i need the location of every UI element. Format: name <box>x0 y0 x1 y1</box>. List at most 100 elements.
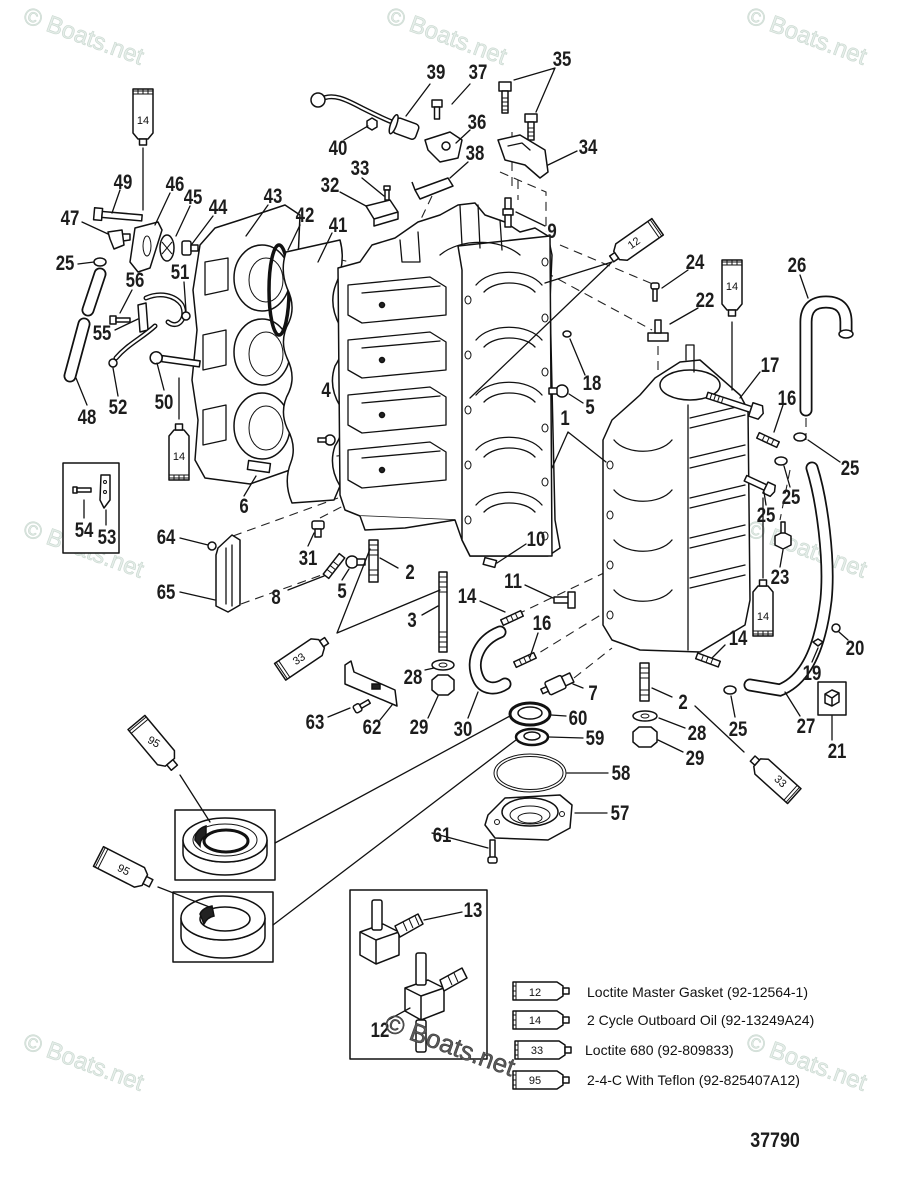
screw-head <box>650 282 660 290</box>
callout[interactable]: 31 <box>299 547 318 570</box>
callout[interactable]: 44 <box>209 196 228 219</box>
crankcase-rib <box>689 404 746 589</box>
callout[interactable]: 51 <box>171 261 190 284</box>
callout[interactable]: 37 <box>469 61 488 84</box>
callout[interactable]: 25 <box>757 504 776 527</box>
callout[interactable]: 47 <box>61 207 80 230</box>
bolt-head <box>762 481 776 498</box>
callout[interactable]: 57 <box>611 802 630 825</box>
callout[interactable]: 4 <box>321 379 331 402</box>
callout[interactable]: 19 <box>803 662 822 685</box>
callout[interactable]: 20 <box>846 637 865 660</box>
barb-ribs <box>402 915 420 932</box>
callout[interactable]: 21 <box>828 740 847 763</box>
callout[interactable]: 17 <box>761 354 780 377</box>
callout[interactable]: 41 <box>329 214 348 237</box>
callout[interactable]: 18 <box>583 372 602 395</box>
screw-63 <box>352 699 372 714</box>
callout[interactable]: 60 <box>569 707 588 730</box>
callout[interactable]: 61 <box>433 824 452 847</box>
callout[interactable]: 23 <box>771 566 790 589</box>
callout[interactable]: 5 <box>585 396 595 419</box>
head-gasket <box>282 239 344 504</box>
callout[interactable]: 12 <box>371 1019 390 1042</box>
callout[interactable]: 25 <box>841 457 860 480</box>
callout[interactable]: 26 <box>788 254 807 277</box>
elbow-barb <box>394 913 424 938</box>
callout[interactable]: 38 <box>466 142 485 165</box>
callout[interactable]: 59 <box>586 727 605 750</box>
callout[interactable]: 64 <box>157 526 176 549</box>
callout[interactable]: 49 <box>114 171 133 194</box>
callout[interactable]: 45 <box>184 186 203 209</box>
bolt-49 <box>92 207 143 222</box>
callout[interactable]: 40 <box>329 137 348 160</box>
callout[interactable]: 62 <box>363 716 382 739</box>
callout[interactable]: 5 <box>337 580 347 603</box>
callout[interactable]: 11 <box>504 570 522 593</box>
callout[interactable]: 24 <box>686 251 705 274</box>
callout[interactable]: 2 <box>678 691 687 714</box>
callout[interactable]: 28 <box>688 722 707 745</box>
callout[interactable]: 39 <box>427 61 446 84</box>
callout[interactable]: 10 <box>527 528 546 551</box>
bolt-35 <box>498 81 512 114</box>
callout[interactable]: 46 <box>166 173 185 196</box>
tube-body <box>512 981 564 1001</box>
clamp-25 <box>723 685 737 695</box>
callout[interactable]: 22 <box>696 289 715 312</box>
callout[interactable]: 28 <box>404 666 423 689</box>
callout[interactable]: 13 <box>464 899 483 922</box>
callout[interactable]: 6 <box>239 495 248 518</box>
callout[interactable]: 14 <box>458 585 477 608</box>
screw-shank <box>317 437 327 443</box>
callout[interactable]: 36 <box>468 111 487 134</box>
callout[interactable]: 42 <box>296 204 315 227</box>
callout[interactable]: 54 <box>75 519 94 542</box>
callout[interactable]: 29 <box>686 747 705 770</box>
callout[interactable]: 14 <box>729 627 748 650</box>
bolt-hole <box>541 257 549 267</box>
callout[interactable]: 25 <box>782 486 801 509</box>
callout[interactable]: 48 <box>78 406 97 429</box>
callout[interactable]: 27 <box>797 715 816 738</box>
callout[interactable]: 25 <box>56 252 75 275</box>
clip-51 <box>181 311 191 321</box>
plug-head <box>345 555 359 569</box>
callout[interactable]: 2 <box>405 561 414 584</box>
callout[interactable]: 35 <box>553 48 572 71</box>
port-hole <box>378 301 386 309</box>
callout[interactable]: 43 <box>264 185 283 208</box>
part-20 <box>831 623 841 633</box>
callout[interactable]: 56 <box>126 269 145 292</box>
tube-body <box>512 1010 564 1030</box>
stud-thread <box>369 544 378 576</box>
sensor-flange <box>388 114 399 135</box>
callouts: 39 37 35 36 34 40 38 33 32 9 49 46 45 44… <box>56 48 865 1042</box>
callout[interactable]: 7 <box>588 682 597 705</box>
callout[interactable]: 3 <box>407 609 416 632</box>
callout[interactable]: 65 <box>157 581 176 604</box>
callout[interactable]: 16 <box>778 387 797 410</box>
callout[interactable]: 34 <box>579 136 598 159</box>
callout[interactable]: 30 <box>454 718 473 741</box>
callout[interactable]: 50 <box>155 391 174 414</box>
callout[interactable]: 63 <box>306 711 325 734</box>
callout[interactable]: 32 <box>321 174 340 197</box>
legend-description: 2 Cycle Outboard Oil (92-13249A24) <box>587 1012 814 1028</box>
callout[interactable]: 55 <box>93 322 112 345</box>
tube-crimp <box>275 660 291 680</box>
bracket-34 <box>497 134 549 179</box>
callout[interactable]: 53 <box>98 526 117 549</box>
callout[interactable]: 9 <box>547 220 556 243</box>
callout[interactable]: 33 <box>351 157 370 180</box>
callout[interactable]: 8 <box>271 586 280 609</box>
callout[interactable]: 52 <box>109 396 128 419</box>
callout[interactable]: 29 <box>410 716 429 739</box>
callout[interactable]: 25 <box>729 718 748 741</box>
callout[interactable]: 58 <box>612 762 631 785</box>
tee-fitting-12 <box>404 952 468 1053</box>
callout[interactable]: 1 <box>560 407 570 430</box>
screw-4 <box>317 434 336 446</box>
callout[interactable]: 16 <box>533 612 552 635</box>
